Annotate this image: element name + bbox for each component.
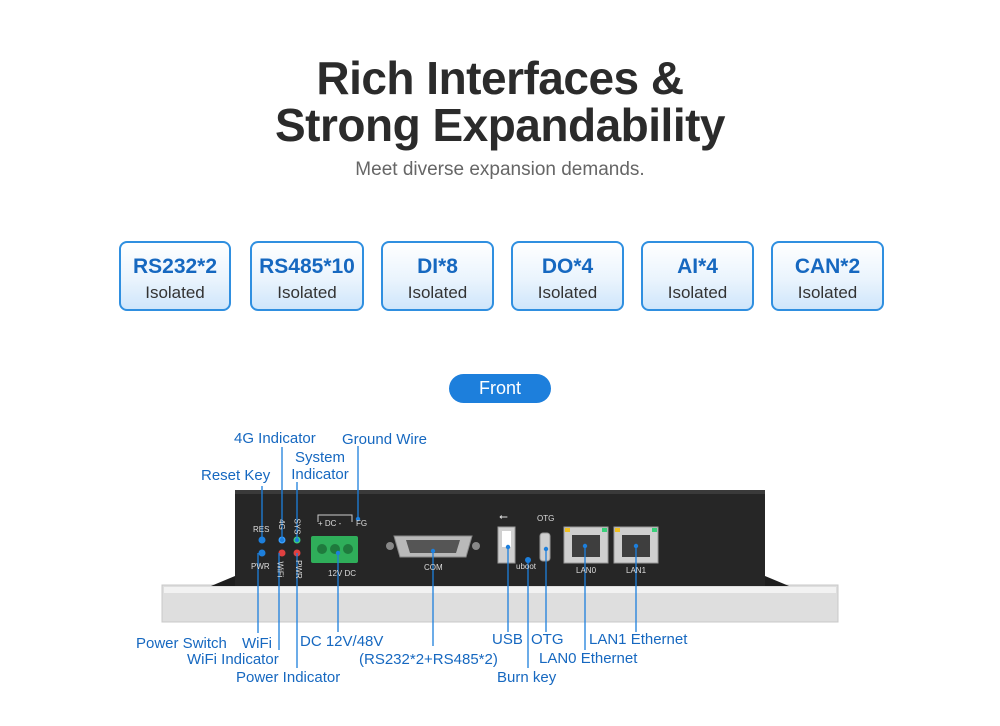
feature-card-di: DI*8 Isolated [381, 241, 494, 311]
feature-card-can: CAN*2 Isolated [771, 241, 884, 311]
panel-mark-uboot: uboot [516, 562, 537, 571]
device-body-top-edge [235, 490, 765, 494]
leader-end-dot [259, 537, 265, 543]
leader-end-dot [355, 516, 361, 522]
com-screw [386, 542, 394, 550]
feature-name: AI*4 [677, 255, 718, 278]
panel-mark-lan1: LAN1 [626, 566, 647, 575]
device-frame-highlight [164, 587, 836, 593]
com-screw [472, 542, 480, 550]
feature-card-do: DO*4 Isolated [511, 241, 624, 311]
callout-dc: DC 12V/48V [300, 633, 384, 650]
leader-end-dot [335, 550, 341, 556]
feature-sub: Isolated [277, 283, 337, 302]
panel-mark-12vdc: 12V DC [328, 569, 357, 578]
front-view-pill: Front [449, 374, 551, 403]
feature-sub: Isolated [797, 283, 858, 302]
callout-lan1: LAN1 Ethernet [589, 631, 688, 648]
callout-power-switch: Power Switch [136, 635, 227, 652]
leader-end-dot [582, 543, 588, 549]
callout-com: (RS232*2+RS485*2) [359, 651, 498, 668]
feature-name: DO*4 [541, 255, 594, 278]
feature-sub: Isolated [407, 283, 468, 302]
panel-mark-otg: OTG [537, 514, 555, 523]
leader-end-dot [279, 537, 285, 543]
lan1-led [652, 528, 657, 532]
callout-wifi: WiFi [242, 635, 272, 652]
feature-card-rs485: RS485*10 Isolated [250, 241, 364, 311]
usb-symbol-icon: ⭠ [499, 510, 508, 523]
usb-port-tongue [502, 531, 511, 547]
device-foot-left [211, 576, 235, 586]
com-db9-inner [406, 540, 460, 553]
lan0-led [602, 528, 607, 532]
panel-mark-pwr2: PWR [293, 560, 303, 579]
feature-name: DI*8 [417, 255, 458, 278]
led-wifi-dot [278, 549, 286, 557]
callout-4g-indicator: 4G Indicator [234, 430, 316, 447]
callout-wifi-indicator: WiFi Indicator [187, 651, 279, 668]
terminal-screw [343, 544, 353, 554]
panel-mark-res: RES [253, 525, 270, 534]
terminal-screw [317, 544, 327, 554]
feature-name: CAN*2 [794, 255, 861, 278]
panel-mark-fg: FG [356, 519, 368, 528]
panel-mark-sys: SYS [292, 518, 302, 535]
callout-otg: OTG [531, 631, 564, 648]
panel-mark-pwr: PWR [251, 562, 270, 571]
callout-lan0: LAN0 Ethernet [539, 650, 638, 667]
callout-system-indicator: System Indicator [291, 449, 349, 483]
leader-end-dot [294, 537, 300, 543]
callout-ground-wire: Ground Wire [342, 431, 428, 448]
panel-mark-dc: + DC - [318, 519, 342, 528]
device-foot-right [765, 576, 789, 586]
power-switch-dot [258, 549, 266, 557]
callout-power-indicator: Power Indicator [236, 669, 341, 686]
page-title-line1: Rich Interfaces & [316, 52, 684, 104]
feature-name: RS232*2 [132, 255, 218, 278]
feature-card-ai: AI*4 Isolated [641, 241, 754, 311]
callout-burn-key: Burn key [497, 669, 557, 686]
leader-end-dot [505, 544, 511, 550]
dc-bracket-line [317, 514, 353, 522]
otg-port [539, 532, 551, 562]
lan1-led [615, 528, 620, 532]
callout-usb: USB [492, 631, 523, 648]
page-subtitle: Meet diverse expansion demands. [355, 159, 645, 180]
leader-end-dot [633, 543, 639, 549]
feature-sub: Isolated [145, 283, 205, 302]
leader-end-dot [430, 548, 436, 554]
feature-card-rs232: RS232*2 Isolated [119, 241, 231, 311]
feature-name: RS485*10 [259, 255, 355, 278]
lan0-led [565, 528, 570, 532]
callout-reset-key: Reset Key [201, 467, 271, 484]
page-title-line2: Strong Expandability [274, 99, 726, 151]
leader-end-dot [543, 546, 549, 552]
panel-mark-4g: 4G [276, 519, 286, 530]
feature-sub: Isolated [667, 283, 728, 302]
panel-mark-lan0: LAN0 [576, 566, 597, 575]
panel-mark-com: COM [424, 563, 443, 572]
panel-mark-wifi: WiFi [275, 561, 285, 578]
feature-sub: Isolated [537, 283, 598, 302]
